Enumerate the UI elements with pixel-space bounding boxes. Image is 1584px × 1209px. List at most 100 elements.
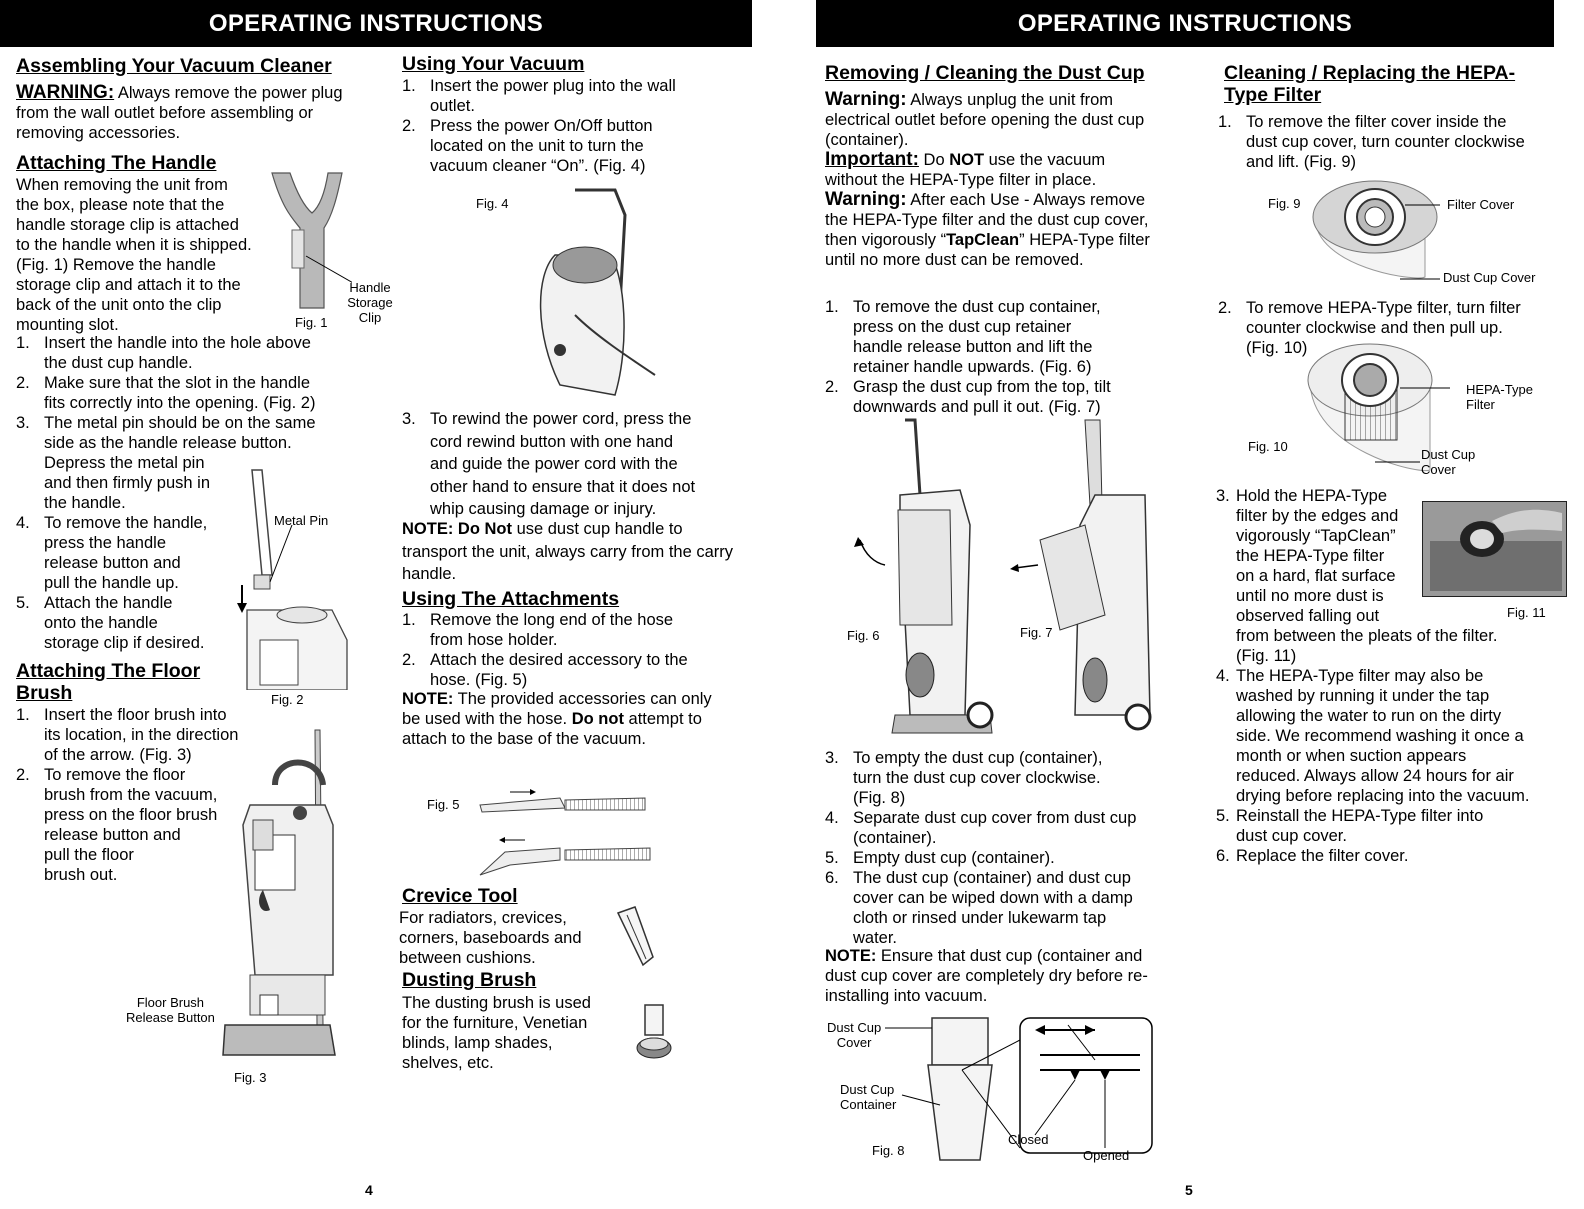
text-line: To remove the floor [44,766,186,784]
text-line: To empty the dust cup (container), [853,749,1103,767]
fig3-label: Fig. 3 [234,1070,267,1085]
assembling-warning: WARNING: Always remove the power plug fr… [16,83,356,143]
text-line: downwards and pull it out. (Fig. 7) [853,398,1101,416]
step-number: 5. [1216,807,1230,825]
text-line: fits correctly into the opening. (Fig. 2… [44,394,316,412]
fig6-fig7-dust-cup-removal-illustration [854,418,1152,734]
fig2-label: Fig. 2 [271,692,304,707]
text-line: pull the floor [44,846,134,864]
hepa-heading-line: Cleaning / Replacing the HEPA- [1224,62,1516,84]
step-number: 1. [825,298,839,316]
text-line: Press the power On/Off button [430,117,653,135]
text-line: storage clip if desired. [44,634,205,652]
text-line: pull the handle up. [44,574,179,592]
text-line: side as the handle release button. [44,434,292,452]
important-not: NOT [949,151,985,169]
fig10-filter-line: HEPA-Type [1466,382,1533,397]
text-line: handle storage clip is attached [16,216,239,234]
text-line: (Fig. 8) [853,789,906,807]
text-line: press on the dust cup retainer [853,318,1072,336]
important: Important: Do NOT use the vacuum without… [825,150,1160,190]
text-line: from hose holder. [430,631,558,649]
fig8-dust-cup-cover-illustration [885,1017,1153,1161]
text-line: Attach the desired accessory to the [430,651,688,669]
fig11-label: Fig. 11 [1507,605,1546,620]
text-line: Insert the handle into the hole above [44,334,311,352]
fig1-callout-line: Clip [358,310,382,325]
text-line: onto the handle [44,614,158,632]
right-page-number: 5 [1185,1182,1193,1198]
text-line: Insert the floor brush into [44,706,227,724]
text-line: brush out. [44,866,118,884]
text-line: the dust cup handle. [44,354,193,372]
text-line: brush from the vacuum, [44,786,218,804]
crevice-line: corners, baseboards and [399,929,582,947]
text-line: filter by the edges and [1236,507,1399,525]
step-number: 5. [16,594,30,612]
text-line: press the handle [44,534,167,552]
text-line: Make sure that the slot in the handle [44,374,310,392]
dusting-line: for the furniture, Venetian [402,1014,588,1032]
text-line: Reinstall the HEPA-Type filter into [1236,807,1484,825]
step-number: 1. [16,706,30,724]
fig8-cover-line: Cover [836,1035,872,1050]
fig6-label: Fig. 6 [847,628,880,643]
text-line: on a hard, flat surface [1236,567,1396,585]
text-line: press on the floor brush [44,806,218,824]
warning1-label: Warning: [825,89,907,110]
fig2-handle-insert-illustration [237,469,348,690]
floor-brush-heading-line: Brush [16,682,73,704]
fig8-container-line: Dust Cup [840,1082,895,1097]
text-line: Insert the power plug into the wall [430,77,676,95]
step-number: 2. [1218,299,1232,317]
fig1-callout-line: Handle [349,280,391,295]
text-line: turn the dust cup cover clockwise. [853,769,1101,787]
step-number: 2. [402,651,416,669]
dusting-line: The dusting brush is used [402,994,591,1012]
using-vacuum-note: NOTE: Do Not use dust cup handle to tran… [402,518,737,586]
step-number: 3. [1216,487,1230,505]
text-line: To remove the filter cover inside the [1246,113,1507,131]
fig9-filter-cover-callout: Filter Cover [1447,197,1515,212]
list-item: 1. To remove the dust cup container, press… [825,297,1165,377]
dust-cup-steps-a: 1. To remove the dust cup container, press… [825,297,1165,417]
text-line: Empty dust cup (container). [853,849,1055,867]
fig5-label: Fig. 5 [427,797,460,812]
dust-cup-note: NOTE: Ensure that dust cup (container an… [825,946,1155,1006]
step-number: 5. [825,849,839,867]
text-line: mounting slot. [16,316,119,334]
fig10-cover-line: Cover [1421,462,1456,477]
text-line: The HEPA-Type filter may also be [1236,667,1484,685]
dust-cup-warnings: Warning: Always unplug the unit from ele… [825,90,1160,270]
crevice-text: For radiators, crevices, corners, basebo… [399,908,582,968]
important-label: Important: [825,149,919,170]
text-line: dust cup cover. [1236,827,1347,845]
text-line: release button and [44,554,181,572]
attachments-note: NOTE: The provided accessories can only … [402,689,722,749]
text-line: To remove the dust cup container, [853,298,1101,316]
warning-label: WARNING: [16,82,115,103]
fig10-cover-callout: Dust Cup Cover [1421,447,1475,477]
list-item: 5. Reinstall the HEPA-Type filter into dus… [1216,806,1571,846]
note-tail: attempt to attach to the base of the vac… [402,710,702,748]
text-line: side. We recommend washing it once a [1236,727,1524,745]
assembling-heading: Assembling Your Vacuum Cleaner [16,55,332,77]
text-line: The metal pin should be on the same [44,414,316,432]
note-text: The provided accessories can only be use… [402,690,712,728]
text-line: Separate dust cup cover from dust cup [853,809,1137,827]
warning1: Warning: Always unplug the unit from ele… [825,90,1160,150]
text-line: storage clip and attach it to the [16,276,241,294]
fig2-callout: Metal Pin [274,513,329,528]
text-line: cloth or rinsed under lukewarm tap [853,909,1107,927]
warning2-label: Warning: [825,189,907,210]
